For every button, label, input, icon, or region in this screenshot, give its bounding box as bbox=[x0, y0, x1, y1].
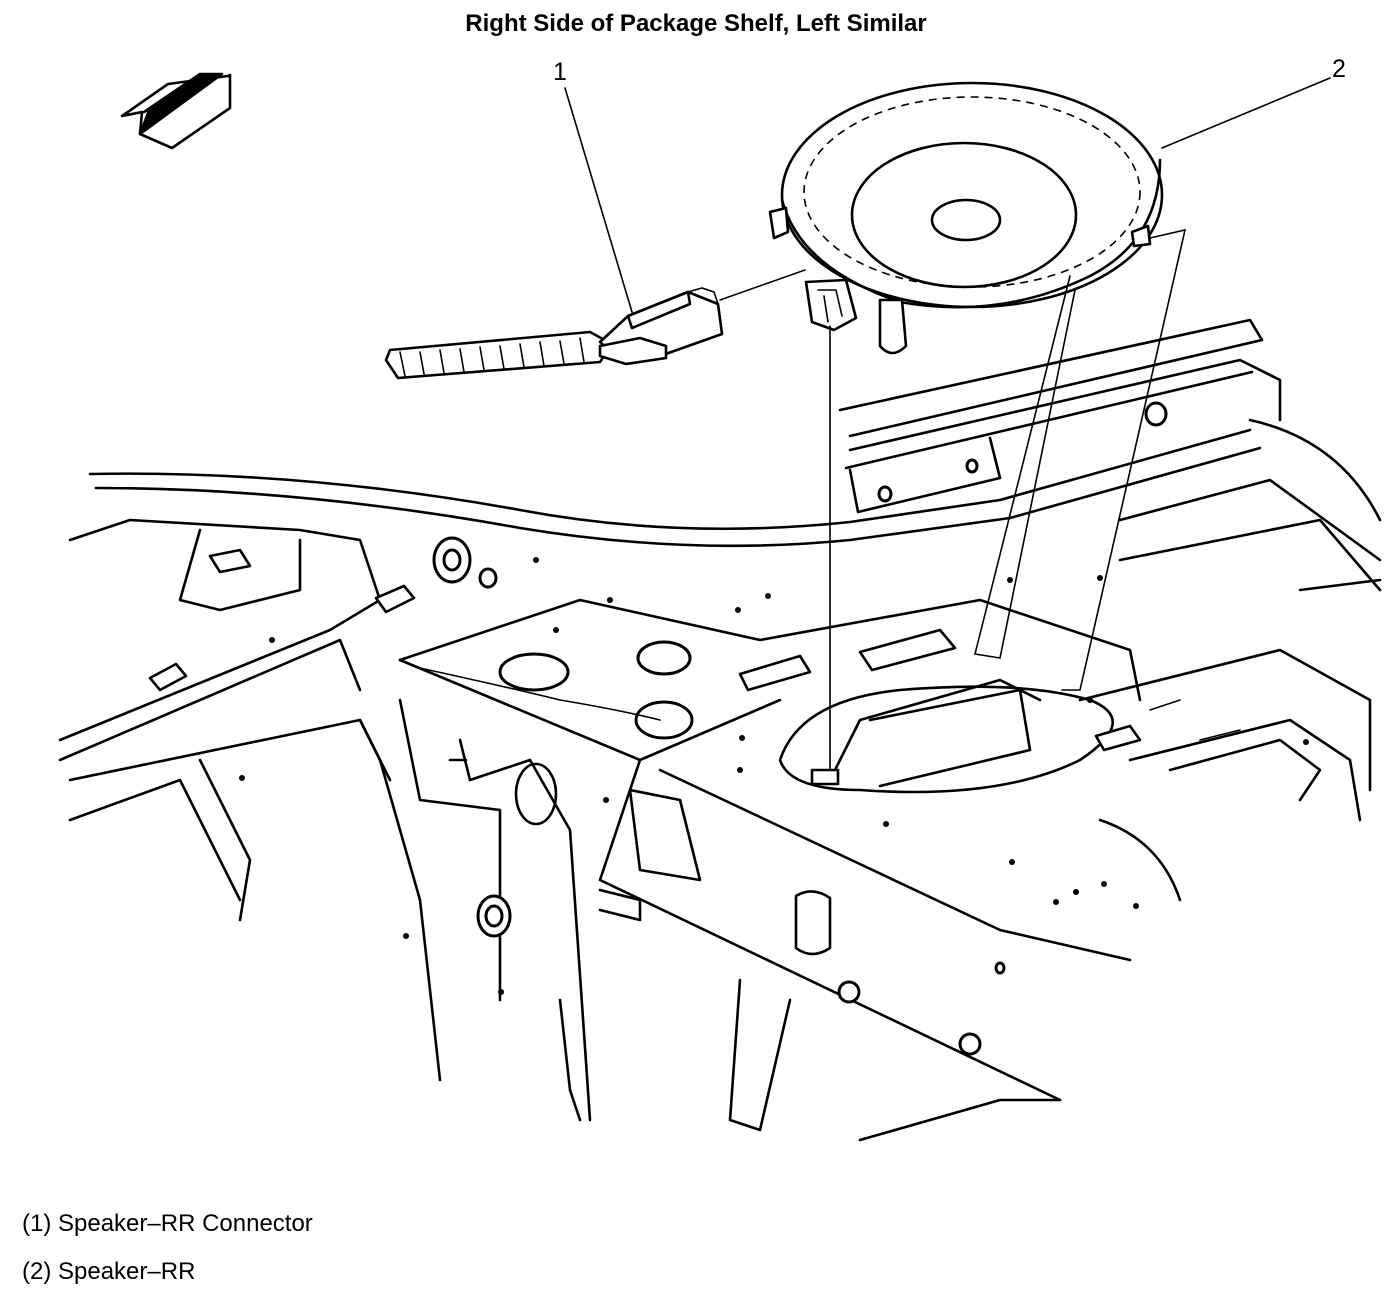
component-legend: (1) Speaker–RR Connector (2) Speaker–RR bbox=[22, 1200, 922, 1296]
package-shelf-structure bbox=[58, 318, 1382, 1142]
speaker-rr bbox=[768, 81, 1164, 355]
front-direction-arrow-icon bbox=[120, 72, 232, 150]
speaker-connector-harness bbox=[384, 269, 806, 380]
legend-item-speaker-connector: (1) Speaker–RR Connector bbox=[22, 1210, 313, 1237]
diagram-title: Right Side of Package Shelf, Left Simila… bbox=[465, 10, 927, 37]
callout-2: 2 bbox=[1161, 55, 1346, 149]
callout-1: 1 bbox=[553, 58, 633, 313]
install-guide-lines bbox=[829, 228, 1187, 781]
package-shelf-diagram: 1 2 bbox=[58, 55, 1382, 1142]
callout-2-number: 2 bbox=[1332, 55, 1346, 83]
callout-1-number: 1 bbox=[553, 58, 567, 86]
legend-item-speaker: (2) Speaker–RR bbox=[22, 1258, 196, 1285]
